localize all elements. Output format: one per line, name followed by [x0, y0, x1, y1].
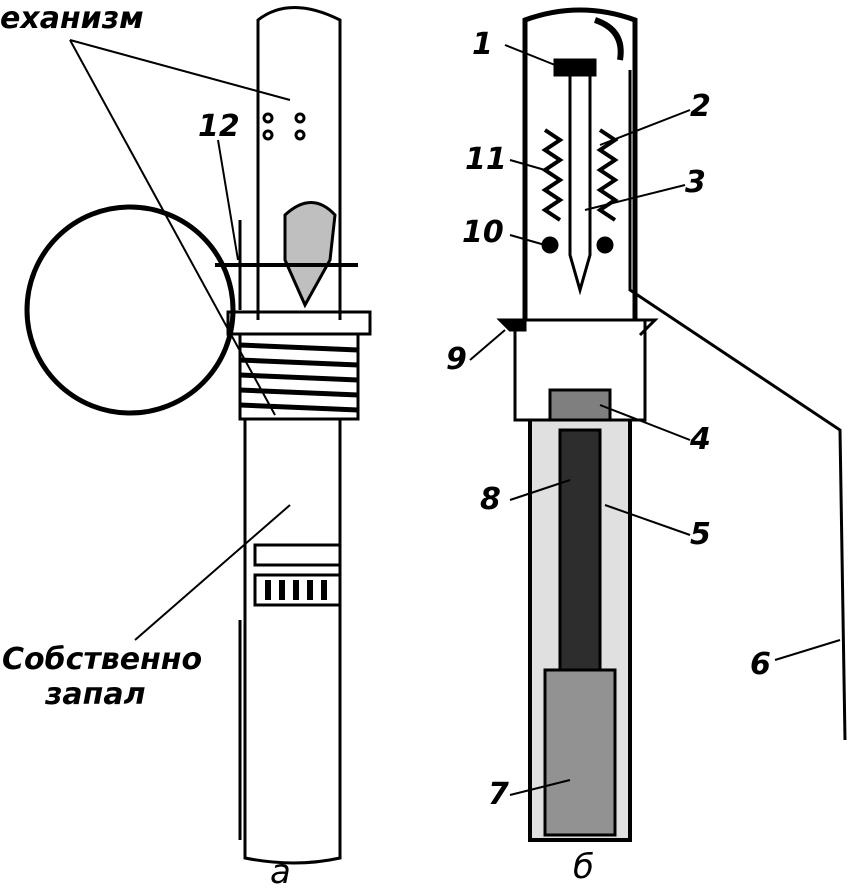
- top-cap: [522, 7, 638, 320]
- label-5: 5: [690, 517, 711, 552]
- label-1: 1: [472, 27, 493, 62]
- leader-9: [469, 329, 506, 361]
- lower-tube: [243, 420, 342, 865]
- leader-10: [509, 234, 546, 246]
- lever: [628, 70, 847, 741]
- fuze-section-view: [469, 7, 847, 842]
- label-7: 7: [488, 777, 509, 812]
- label-mechanism: еханизм: [0, 1, 144, 36]
- label-fuze-proper-2: запал: [45, 677, 146, 712]
- pull-ring: [24, 204, 236, 416]
- leader-8: [509, 479, 571, 501]
- leader-mech-1: [69, 39, 291, 101]
- thread: [238, 332, 360, 421]
- delay-column: [558, 428, 602, 672]
- label-2: 2: [690, 89, 711, 124]
- leader-2: [599, 109, 691, 146]
- upper-tube: [256, 6, 342, 320]
- striker: [568, 75, 592, 296]
- leader-fuze: [134, 504, 291, 641]
- label-3: 3: [685, 165, 706, 200]
- leader-6: [774, 639, 841, 661]
- label-9: 9: [446, 342, 467, 377]
- label-6: 6: [750, 647, 771, 682]
- striker-head: [283, 201, 337, 309]
- leader-12: [217, 139, 239, 261]
- label-fuze-proper-1: Собственно: [2, 642, 203, 677]
- leader-3: [584, 184, 686, 211]
- leader-7: [509, 779, 571, 796]
- label-8: 8: [480, 482, 501, 517]
- leader-5: [604, 504, 691, 536]
- label-view-a: а: [270, 852, 291, 892]
- detonator: [543, 668, 617, 837]
- nut: [226, 310, 372, 336]
- label-12: 12: [198, 109, 240, 144]
- leader-mech-2: [69, 39, 276, 416]
- leader-11: [509, 159, 546, 171]
- label-view-b: б: [573, 847, 594, 887]
- label-4: 4: [690, 422, 711, 457]
- fuze-external-view: [24, 6, 372, 865]
- label-11: 11: [465, 142, 507, 177]
- label-10: 10: [462, 215, 504, 250]
- leader-1: [504, 44, 556, 66]
- leader-4: [599, 404, 691, 441]
